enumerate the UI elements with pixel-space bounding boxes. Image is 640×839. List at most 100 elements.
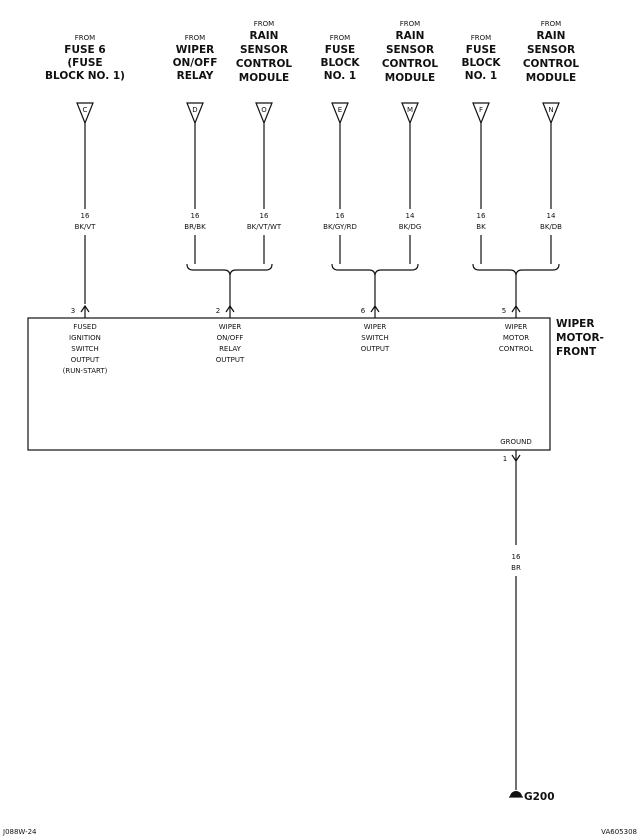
brace-icon [186,263,273,277]
source-name-line: MODULE [239,72,289,84]
from-label: FROM [541,20,561,28]
connector-f: F [472,102,490,125]
connector-pin-letter: F [479,106,483,114]
connector-pin-letter: M [407,106,413,114]
pin-function-line: WIPER [364,323,387,331]
source-name-line: FUSE 6 [64,44,105,56]
pin-function-line: IGNITION [69,334,101,342]
pin-number: 3 [71,307,75,315]
motor-pin-5: 5 [502,304,521,318]
wire-gauge: 14 [406,212,415,220]
wire-labels: 16 BK/VT 16 BR/BK 16 BK/VT/WT 16 BK/GY/R… [75,212,563,231]
source-name-line: RAIN [250,30,279,42]
connector-pin-letter: E [338,106,342,114]
component-name-line: MOTOR- [556,332,604,344]
pin-function-line: WIPER [219,323,242,331]
source-name-line: BLOCK NO. 1) [45,70,125,82]
component-name-line: WIPER [556,318,594,330]
wire-color: BK/GY/RD [323,223,357,231]
pin-function-line: OUTPUT [71,356,100,364]
source-rain-sensor-module-2: FROM RAIN SENSOR CONTROL MODULE [382,20,439,84]
connector-triangle-icon [76,102,94,125]
connector-triangle-icon [331,102,349,125]
component-box [27,317,551,451]
source-name-line: ON/OFF [173,57,218,69]
source-name-line: NO. 1 [324,70,356,82]
pin-function-line: CONTROL [499,345,533,353]
pin-function-line: MOTOR [503,334,529,342]
connector-d: D [186,102,204,125]
source-name-line: RELAY [177,70,214,82]
ground-circuit: GROUND 1 16 BR G200 [500,438,554,803]
source-name-line: FUSE [325,44,355,56]
source-name-line: MODULE [526,72,576,84]
from-label: FROM [254,20,274,28]
pin-number: 5 [502,307,506,315]
pin-function-line: (RUN-START) [63,367,108,375]
connector-c: C [76,102,94,125]
connector-triangle-icon [542,102,560,125]
connector-triangle-icon [401,102,419,125]
wire-gauge: 14 [547,212,556,220]
connector-triangle-icon [186,102,204,125]
pin-function-line: WIPER [505,323,528,331]
wire-color: BK/VT [75,223,97,231]
pin-number: 6 [361,307,366,315]
figure-code-left: J088W-24 [2,828,37,836]
source-name-line: BLOCK [461,57,501,69]
pin-function-line: SWITCH [361,334,388,342]
motor-pin-6-label: WIPER SWITCH OUTPUT [361,323,390,353]
source-name-line: NO. 1 [465,70,497,82]
connector-o: O [255,102,273,125]
alternate-wire-brace-2 [331,263,419,304]
connector-n: N [542,102,560,125]
source-name-line: SENSOR [527,44,575,56]
wire-color: BK/VT/WT [247,223,282,231]
source-rain-sensor-module-1: FROM RAIN SENSOR CONTROL MODULE [236,20,293,84]
wire-color: BR/BK [184,223,206,231]
connector-pin-letter: O [261,106,267,114]
motor-pin-2: 2 [216,304,235,318]
wire-color: BK/DB [540,223,562,231]
pin-function-line: OUTPUT [216,356,245,364]
source-name-line: WIPER [176,44,214,56]
pin-number: 1 [503,455,507,463]
source-name-line: CONTROL [523,58,580,70]
from-label: FROM [330,34,350,42]
source-name-line: BLOCK [320,57,360,69]
alternate-wire-brace-1 [186,263,273,304]
source-name-line: CONTROL [236,58,293,70]
wire-gauge: 16 [191,212,200,220]
wires-upper [84,123,552,304]
ground-point-label: G200 [524,791,555,803]
wire-color: BK/DG [399,223,422,231]
motor-pin-5-label: WIPER MOTOR CONTROL [499,323,533,353]
wire-color: BR [511,564,521,572]
motor-pin-6: 6 [361,304,380,318]
from-label: FROM [75,34,95,42]
source-name-line: RAIN [537,30,566,42]
from-label: FROM [400,20,420,28]
connector-pin-letter: D [192,106,197,114]
motor-pin-2-label: WIPER ON/OFF RELAY OUTPUT [216,323,245,364]
component-name-line: FRONT [556,346,597,358]
motor-pin-3-label: FUSED IGNITION SWITCH OUTPUT (RUN-START) [63,323,108,375]
brace-icon [331,263,419,277]
pin-function-line: FUSED [73,323,96,331]
brace-icon [472,263,560,277]
pin-function-line: OUTPUT [361,345,390,353]
from-label: FROM [471,34,491,42]
from-label: FROM [185,34,205,42]
connector-m: M [401,102,419,125]
wire-gauge: 16 [336,212,345,220]
source-wiper-on-off-relay: FROM WIPER ON/OFF RELAY [173,34,218,82]
pin-function-line: SWITCH [71,345,98,353]
pin-function-line: RELAY [219,345,242,353]
connector-pin-letter: N [548,106,553,114]
source-fuse-block-1b: FROM FUSE BLOCK NO. 1 [461,34,501,82]
figure-code-right: VA605308 [601,828,637,836]
source-name-line: SENSOR [386,44,434,56]
wire-gauge: 16 [512,553,521,561]
connector-triangle-icon [255,102,273,125]
